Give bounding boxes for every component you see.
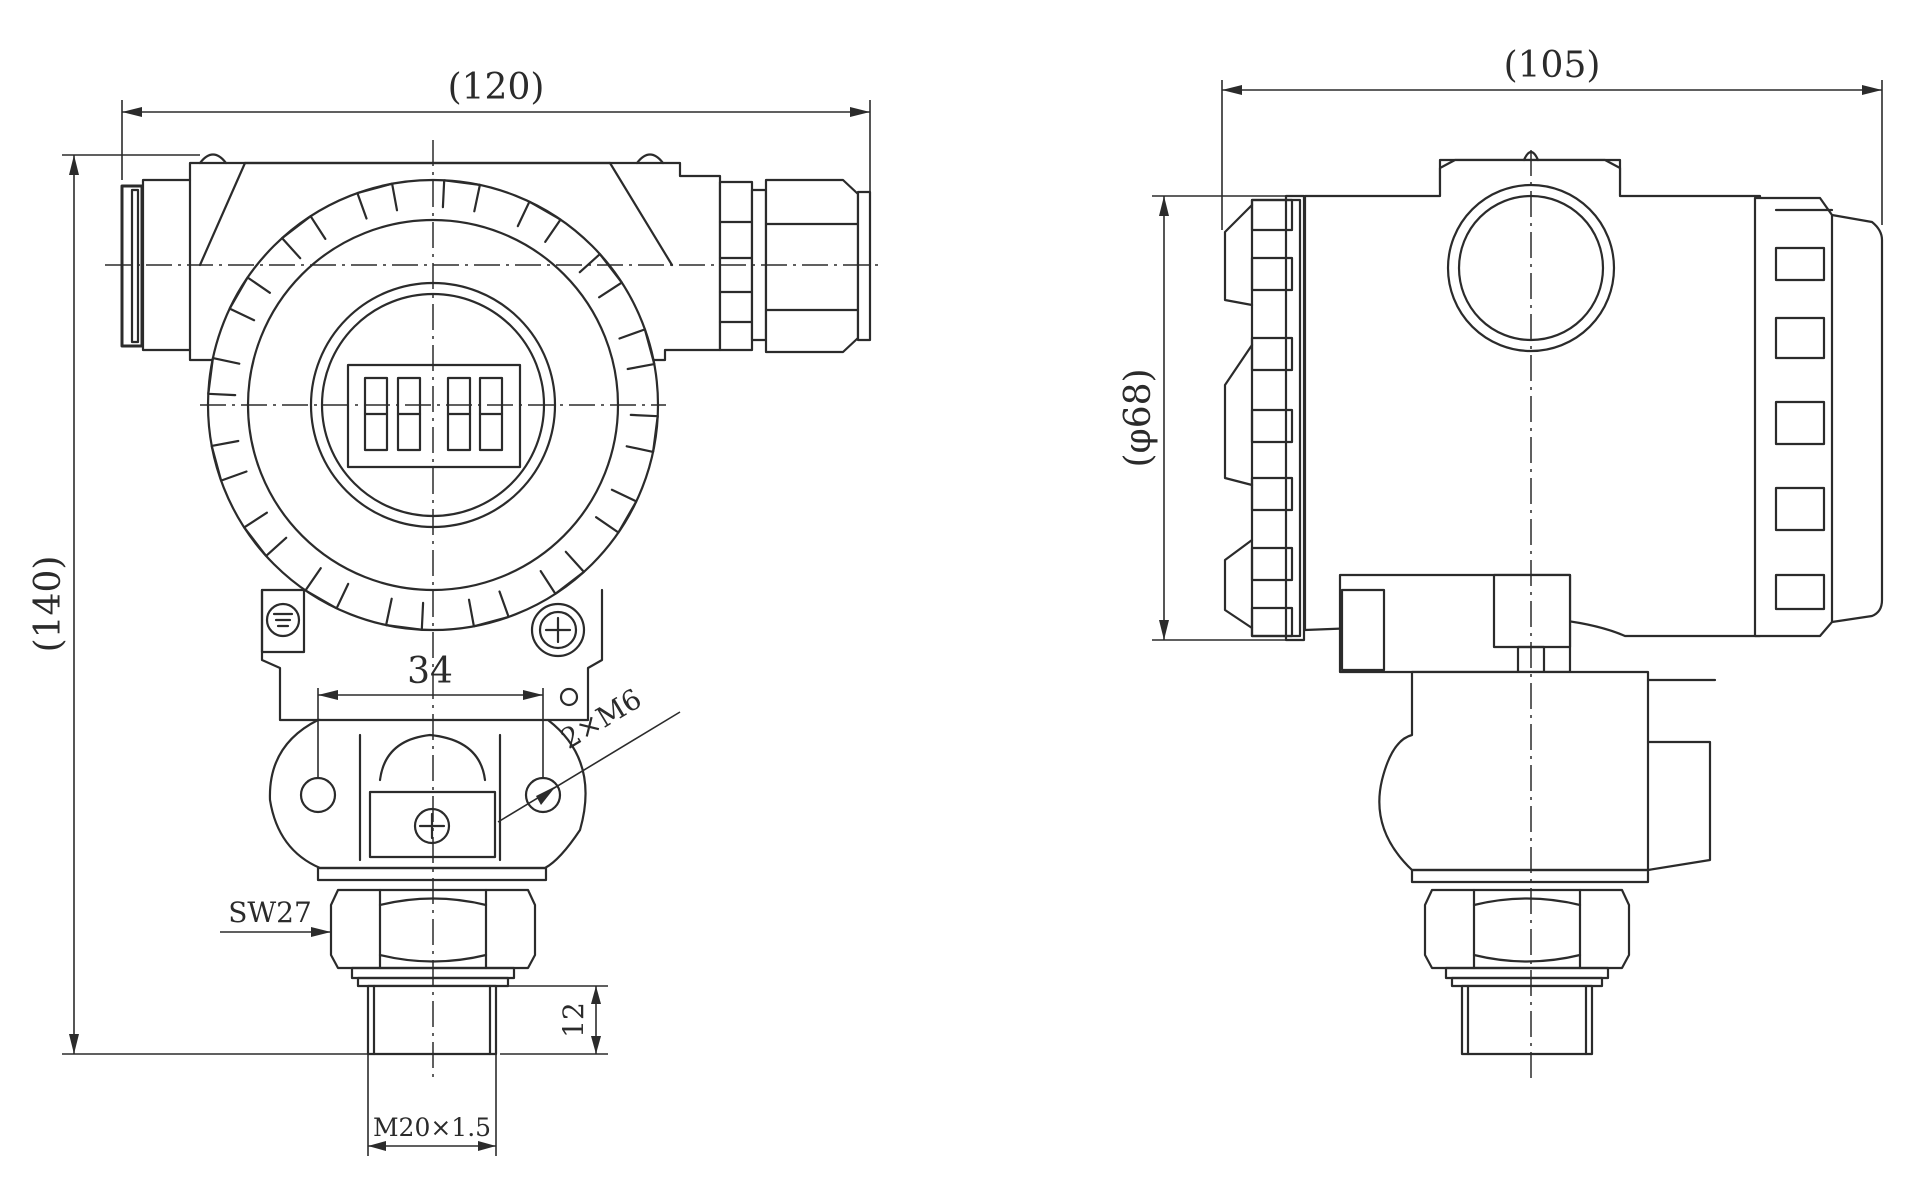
dim-thread-length: 12	[500, 985, 608, 1055]
housing-teeth	[207, 179, 659, 631]
dim-overall-width-label: (120)	[448, 67, 545, 108]
dim-housing-diameter: (φ68)	[1118, 195, 1300, 641]
dim-overall-depth: (105)	[1221, 45, 1883, 230]
housing-tooth	[625, 413, 659, 453]
housing-tooth	[441, 179, 481, 213]
dim-thread-spec: M20×1.5	[367, 1054, 497, 1156]
housing-tooth	[467, 590, 510, 628]
housing-tooth	[618, 328, 656, 371]
housing-tooth	[228, 276, 271, 322]
lcd-digits	[363, 376, 504, 452]
right-cover	[1753, 196, 1884, 638]
housing-tooth	[595, 488, 638, 534]
dim-hole-spacing-label: 34	[407, 651, 453, 692]
housing-tooth	[516, 200, 562, 243]
housing-tooth	[539, 550, 585, 595]
housing-tooth	[356, 182, 399, 220]
housing-tooth	[578, 253, 623, 299]
housing-tooth	[207, 357, 241, 397]
dim-wrench-size-label: SW27	[228, 896, 312, 929]
cable-gland	[718, 178, 872, 354]
dim-hole-spacing: 34	[317, 651, 544, 778]
dim-overall-depth-label: (105)	[1504, 45, 1601, 86]
dim-mounting-holes-label: 2×M6	[555, 682, 647, 755]
dim-overall-height-label: (140)	[28, 556, 69, 653]
threaded-fitting	[366, 984, 498, 1056]
housing-tooth	[385, 597, 425, 631]
front-view	[105, 140, 880, 1080]
housing-tooth	[304, 567, 350, 610]
housing-tooth	[210, 439, 248, 482]
left-cover	[1223, 194, 1306, 642]
dim-housing-diameter-label: (φ68)	[1118, 368, 1159, 467]
side-view	[1223, 150, 1884, 1080]
side-housing	[1303, 150, 1762, 638]
housing-tooth	[281, 215, 327, 260]
dim-wrench-size: SW27	[220, 896, 331, 937]
dim-thread-length-label: 12	[557, 1002, 590, 1038]
side-hex-nut	[1423, 888, 1631, 1056]
dim-overall-height: (140)	[28, 154, 368, 1055]
mounting-plate	[260, 588, 604, 722]
dim-overall-width: (120)	[121, 67, 871, 192]
dim-thread-spec-label: M20×1.5	[373, 1113, 491, 1142]
housing-tooth	[243, 511, 288, 557]
